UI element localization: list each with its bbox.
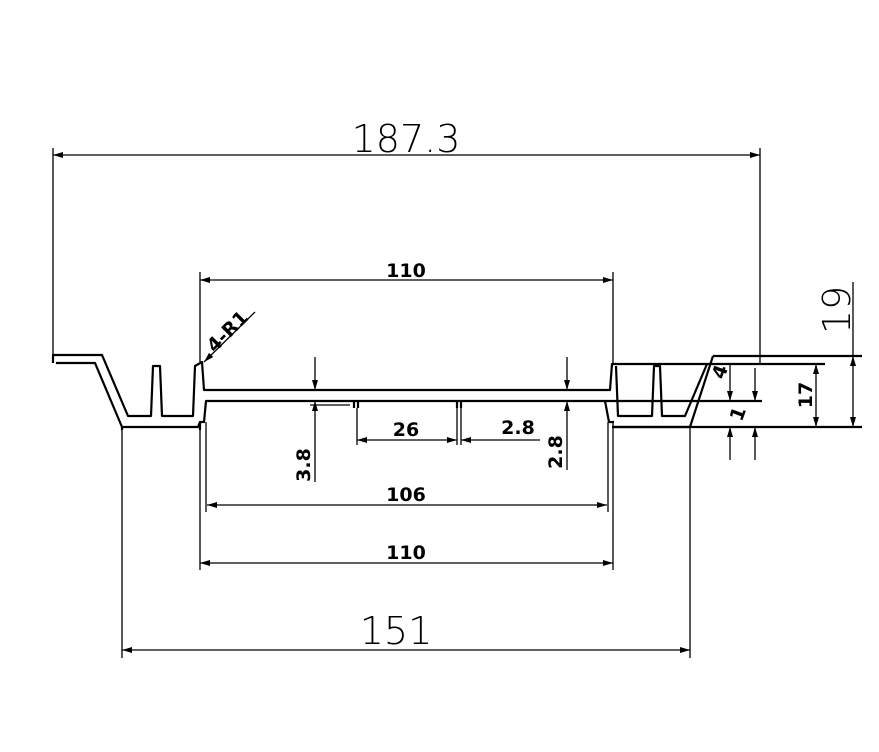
dim-inner-width: 106 <box>386 484 426 506</box>
dim-body-height: 17 <box>795 382 817 408</box>
extension-lines <box>52 148 761 658</box>
dim-overall-top-width: 187.3 <box>352 117 461 161</box>
dim-plate-offset: 3.8 <box>293 448 315 482</box>
dim-bottom-inner-width: 110 <box>386 542 426 564</box>
fillet-note: 4-R1 <box>203 307 253 357</box>
dim-groove-width: 2.8 <box>501 417 535 439</box>
dim-flange-thickness: 1 <box>726 404 751 424</box>
dim-groove-spacing: 26 <box>393 419 419 441</box>
dim-bottom-width: 151 <box>360 609 433 653</box>
dim-groove-depth: 2.8 <box>545 435 567 469</box>
dim-total-height: 19 <box>815 286 859 334</box>
dimension-lines <box>53 152 856 653</box>
dim-top-inner-width: 110 <box>386 260 426 282</box>
